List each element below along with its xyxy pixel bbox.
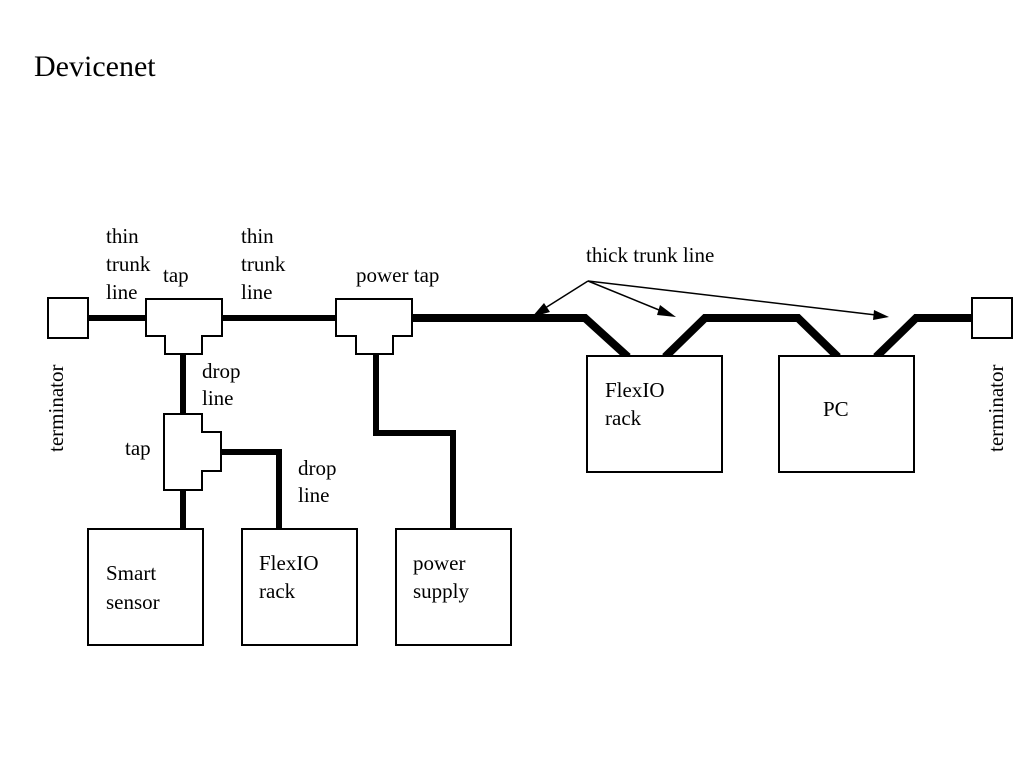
- terminator-right: [971, 297, 1013, 339]
- thin-trunk-label-1: thin trunk line: [106, 224, 156, 304]
- pc-box: [778, 355, 915, 473]
- smart-sensor-box: [87, 528, 204, 646]
- power-supply-box: [395, 528, 512, 646]
- power-drop-line: [373, 352, 456, 529]
- drop-line-label-2: drop line: [298, 456, 342, 507]
- tap-label-1: tap: [163, 263, 189, 287]
- power-tap: [335, 298, 413, 355]
- pc-label: PC: [823, 397, 849, 421]
- smart-sensor-label: Smart sensor: [106, 561, 161, 614]
- flexio-rack-bottom-box: [241, 528, 358, 646]
- terminator-right-label: terminator: [984, 365, 1008, 452]
- drop-line-label-1: drop line: [202, 359, 246, 410]
- terminator-left: [47, 297, 89, 339]
- flexio-rack-right-box: [586, 355, 723, 473]
- diagram-title: Devicenet: [34, 50, 156, 83]
- flexio-rack-right-label: FlexIO rack: [605, 378, 670, 430]
- power-supply-label: power supply: [413, 551, 471, 603]
- tap-1: [145, 298, 223, 355]
- thin-trunk-label-2: thin trunk line: [241, 224, 291, 304]
- tap-label-2: tap: [125, 436, 151, 460]
- terminator-left-label: terminator: [44, 365, 68, 452]
- tap-2: [163, 413, 222, 491]
- drop-line-tap2-to-flexio: [220, 449, 282, 529]
- flexio-rack-bottom-label: FlexIO rack: [259, 551, 324, 603]
- thick-trunk-line-mid: [662, 314, 841, 360]
- thick-trunk-label: thick trunk line: [586, 243, 714, 267]
- thick-trunk-arrows: [532, 280, 889, 320]
- thick-trunk-line-right: [873, 314, 972, 360]
- thick-trunk-line: [412, 314, 631, 360]
- power-tap-label: power tap: [356, 263, 439, 287]
